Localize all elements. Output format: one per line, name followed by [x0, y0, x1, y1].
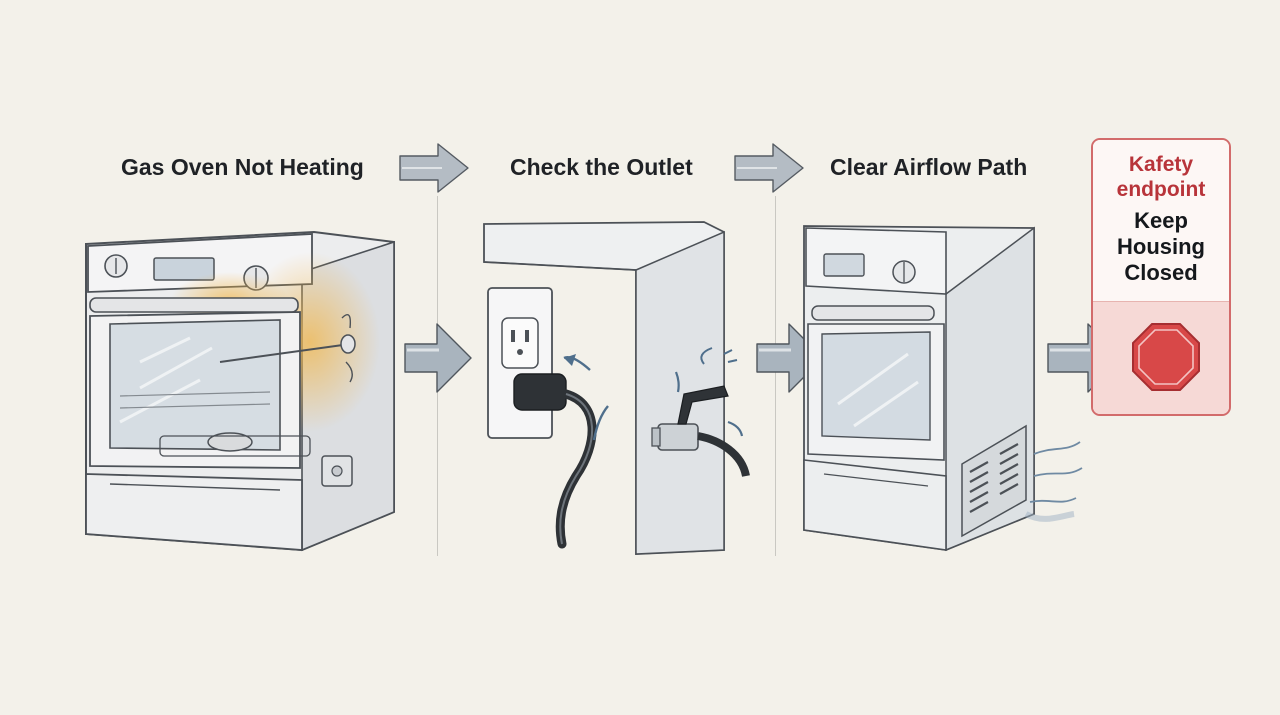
stop-sign-icon [1132, 323, 1200, 391]
gas-oven-illustration [85, 230, 395, 552]
safety-endpoint-card: Kafety endpoint Keep Housing Closed [1091, 138, 1231, 416]
header-arrow-2 [734, 143, 804, 193]
safety-endpoint-line-2: Housing [1117, 234, 1205, 259]
safety-endpoint-line-3: Closed [1124, 260, 1198, 285]
safety-endpoint-header [1093, 140, 1229, 304]
safety-endpoint-line-1: Keep [1134, 208, 1188, 233]
safety-endpoint-tag-line-1: Kafety [1128, 153, 1194, 176]
safety-endpoint-tag-line-2: endpoint [1116, 178, 1206, 201]
divider-2 [775, 196, 776, 556]
safety-endpoint-message: Keep Housing Closed [1093, 208, 1229, 286]
header-arrow-1 [399, 143, 469, 193]
step-2-title: Check the Outlet [510, 154, 693, 180]
safety-endpoint-tag: Kafety endpoint [1093, 152, 1229, 202]
step-1-title: Gas Oven Not Heating [121, 154, 364, 180]
flow-arrow-1 [404, 323, 472, 393]
outlet-check-illustration [483, 221, 750, 555]
airflow-oven-illustration [803, 225, 1083, 552]
step-3-title: Clear Airflow Path [830, 154, 1028, 180]
